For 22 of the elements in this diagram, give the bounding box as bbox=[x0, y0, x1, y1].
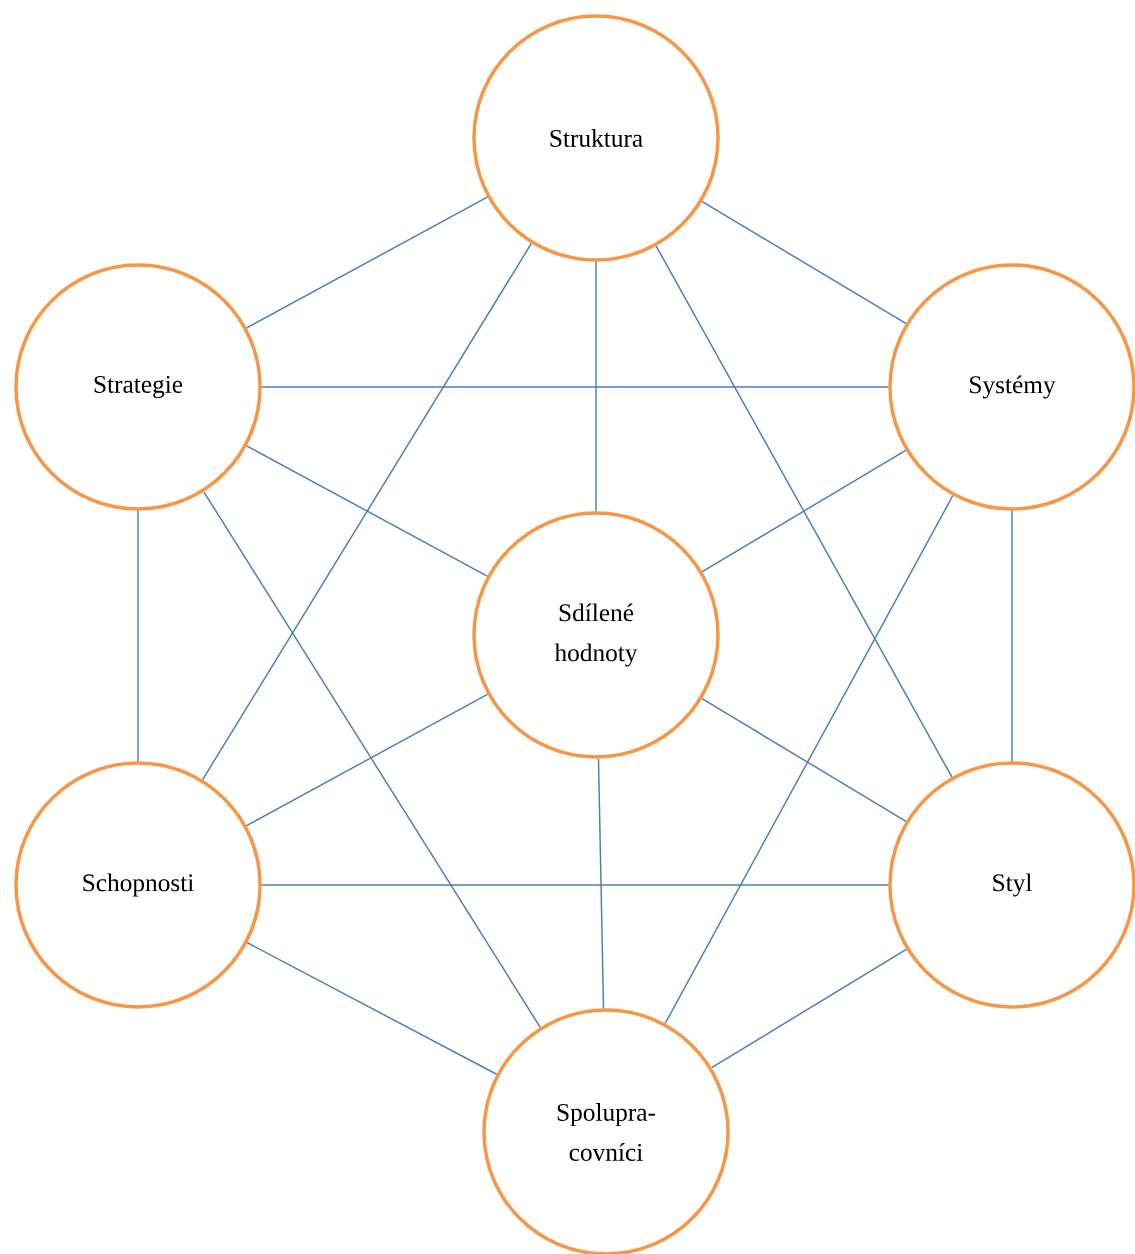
circle-node: Struktura bbox=[472, 14, 720, 262]
connector-line bbox=[245, 196, 489, 329]
connector-line bbox=[710, 948, 908, 1069]
connector-line bbox=[203, 491, 541, 1028]
connector-line bbox=[701, 200, 907, 325]
circle-node: Sdílené hodnoty bbox=[472, 511, 720, 759]
connector-line bbox=[655, 245, 953, 778]
connector-line bbox=[597, 758, 605, 1010]
connector-line bbox=[701, 698, 907, 822]
connector-line bbox=[261, 884, 889, 886]
connector-line bbox=[261, 386, 889, 388]
connector-line bbox=[246, 445, 488, 577]
connector-line bbox=[664, 494, 954, 1025]
connector-line bbox=[201, 242, 533, 781]
connector-line bbox=[595, 261, 597, 512]
connector-line bbox=[701, 449, 907, 573]
connector-line bbox=[137, 510, 139, 762]
connector-line bbox=[1011, 510, 1013, 762]
connector-line bbox=[245, 693, 489, 827]
connector-line bbox=[246, 942, 498, 1075]
circle-node: Schopnosti bbox=[14, 761, 262, 1009]
circle-node: Strategie bbox=[14, 263, 262, 511]
